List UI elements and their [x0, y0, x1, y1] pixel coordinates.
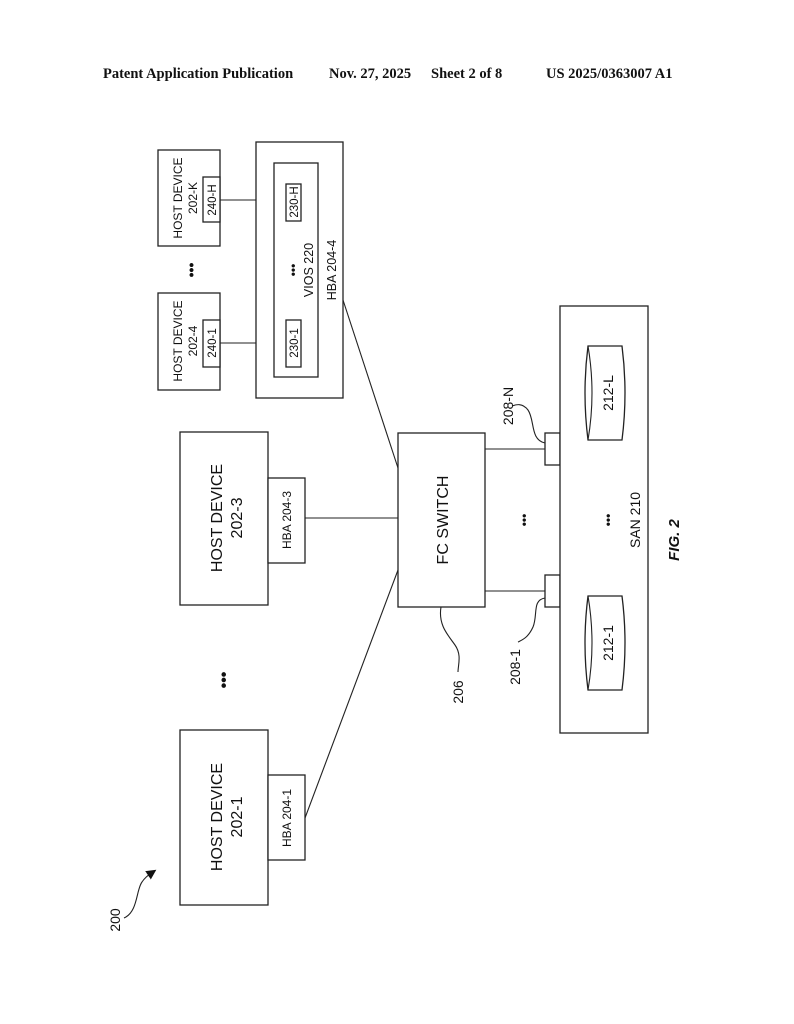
hba-label: HBA 204-4 — [325, 240, 339, 301]
port-208-1-leader — [517, 597, 546, 643]
host-device-ref: 202-3 — [229, 497, 246, 538]
publication-date: Nov. 27, 2025 — [329, 66, 412, 82]
fc-switch: FC SWITCH — [397, 432, 486, 608]
ellipsis-vios-ports: ••• — [286, 264, 300, 277]
ellipsis-hosts-lower: ••• — [216, 671, 233, 688]
figure-label: FIG. 2 — [666, 519, 683, 561]
host-device-202-4: HOST DEVICE 202-4 240-1 — [157, 292, 221, 391]
host-device-label: HOST DEVICE — [171, 300, 185, 381]
hba-204-3 — [267, 477, 306, 564]
storage-212-1: 212-1 — [584, 595, 626, 691]
wire-hba2044-switch — [342, 299, 399, 469]
host-device-label: HOST DEVICE — [171, 157, 185, 238]
vios-port-label: 230-1 — [289, 328, 301, 357]
port-label: 240-H — [207, 184, 219, 215]
host-device-ref: 202-K — [186, 182, 200, 214]
port-230-1 — [285, 319, 302, 368]
storage-cylinder-face — [587, 345, 593, 441]
publication-type: Patent Application Publication — [103, 66, 294, 82]
hba-label: HBA 204-3 — [280, 491, 294, 549]
port-208-N — [544, 432, 561, 466]
port-208-N-leader — [511, 404, 546, 444]
port-label: 240-1 — [207, 328, 219, 357]
ellipsis-storage: ••• — [601, 514, 615, 527]
port-240-H — [202, 176, 221, 223]
ellipsis-switch-ports: ••• — [517, 514, 531, 527]
page-header: Patent Application Publication Nov. 27, … — [0, 66, 794, 86]
switch-ref-leader — [439, 606, 460, 673]
vios-label: VIOS 220 — [302, 243, 316, 297]
port-240-1 — [202, 319, 221, 368]
host-device-label: HOST DEVICE — [209, 763, 226, 871]
system-ref-label: 200 — [107, 908, 123, 932]
storage-cylinder-face — [587, 595, 593, 691]
host-device-202-3: HOST DEVICE 202-3 HBA 204-3 — [179, 431, 306, 606]
vios-port-label: 230-H — [289, 186, 301, 217]
host-device-ref: 202-1 — [229, 796, 246, 837]
host-device-202-1: HOST DEVICE 202-1 HBA 204-1 — [179, 729, 306, 906]
hba-label: HBA 204-1 — [280, 789, 294, 847]
storage-212-L: 212-L — [584, 345, 626, 441]
san-210: SAN 210 ••• 212-L 212-1 — [559, 305, 649, 734]
wire-hba2041-switch — [304, 569, 399, 819]
port-208-1 — [544, 574, 561, 608]
port-230-H — [285, 183, 302, 222]
storage-label: 212-L — [600, 375, 616, 411]
storage-label: 212-1 — [600, 625, 616, 661]
port-208-N-label: 208-N — [500, 387, 516, 425]
switch-label: FC SWITCH — [435, 476, 452, 565]
ellipsis-hosts-upper: ••• — [183, 263, 199, 278]
hba-204-4: HBA 204-4 VIOS 220 ••• 230-H 230-1 — [255, 141, 344, 399]
host-device-ref: 202-4 — [186, 325, 200, 356]
system-ref-arrow — [123, 869, 157, 919]
host-device-label: HOST DEVICE — [209, 464, 226, 572]
host-device-202-K: HOST DEVICE 202-K 240-H — [157, 149, 221, 247]
san-label: SAN 210 — [627, 492, 643, 548]
sheet-number: Sheet 2 of 8 — [431, 66, 503, 82]
hba-204-1 — [267, 774, 306, 861]
publication-number: US 2025/0363007 A1 — [546, 66, 673, 82]
connections — [220, 199, 545, 819]
switch-ref-label: 206 — [450, 680, 466, 704]
port-208-1-label: 208-1 — [507, 649, 523, 685]
vios-220: VIOS 220 ••• 230-H 230-1 — [273, 162, 319, 378]
